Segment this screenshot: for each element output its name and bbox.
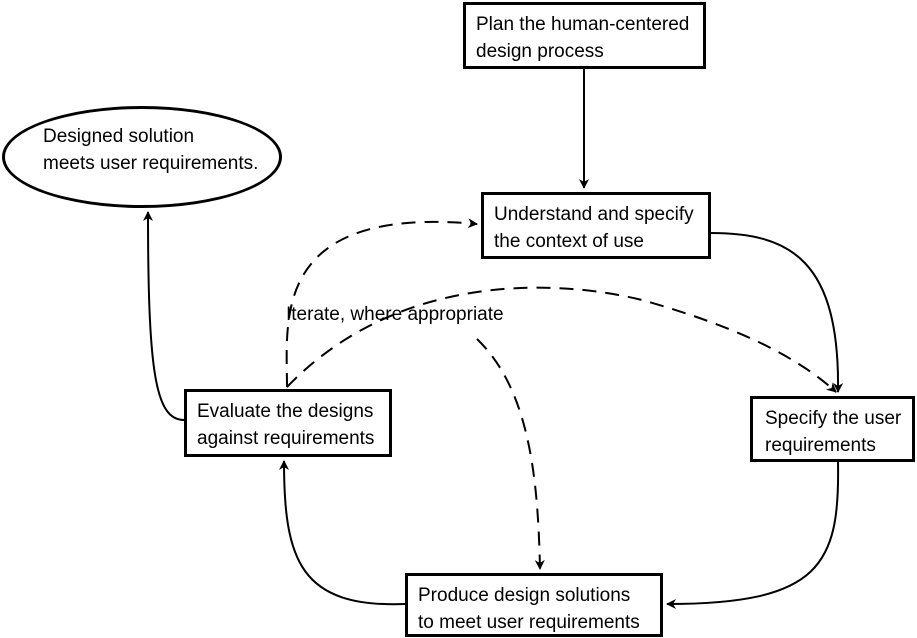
plan-process-node: Plan the human-centered design process <box>463 2 706 69</box>
edge-understand-to-specify <box>710 232 844 393</box>
evaluate-designs-label-line1: Evaluate the designs <box>197 401 374 422</box>
specify-requirements-label-line2: requirements <box>765 435 876 456</box>
outcome-ellipse-node: Designed solution meets user requirement… <box>2 106 282 208</box>
edge-iterate-to-specify <box>286 286 837 393</box>
edge-produce-to-evaluate <box>279 460 406 606</box>
understand-context-label-line1: Understand and specify <box>494 204 694 225</box>
understand-context-label-line2: the context of use <box>494 231 644 252</box>
outcome-label-line1: Designed solution <box>43 126 195 147</box>
edge-iterate-to-produce <box>476 338 545 570</box>
evaluate-designs-label-line2: against requirements <box>197 428 375 449</box>
specify-requirements-label-line1: Specify the user <box>765 408 902 429</box>
iterate-label: Iterate, where appropriate <box>286 304 504 325</box>
plan-process-label-line1: Plan the human-centered <box>476 14 690 35</box>
produce-solutions-node: Produce design solutions to meet user re… <box>405 573 663 637</box>
plan-process-label-line2: design process <box>476 41 604 62</box>
produce-solutions-label-line1: Produce design solutions <box>418 585 631 606</box>
edge-specify-to-produce <box>666 461 840 609</box>
understand-context-node: Understand and specify the context of us… <box>481 192 711 259</box>
evaluate-designs-node: Evaluate the designs against requirement… <box>184 389 392 457</box>
edge-iterate-to-understand <box>285 218 478 388</box>
produce-solutions-label-line2: to meet user requirements <box>418 612 640 633</box>
specify-requirements-node: Specify the user requirements <box>750 396 915 462</box>
outcome-label-line2: meets user requirements. <box>43 153 259 174</box>
edge-evaluate-to-outcome <box>143 211 185 421</box>
